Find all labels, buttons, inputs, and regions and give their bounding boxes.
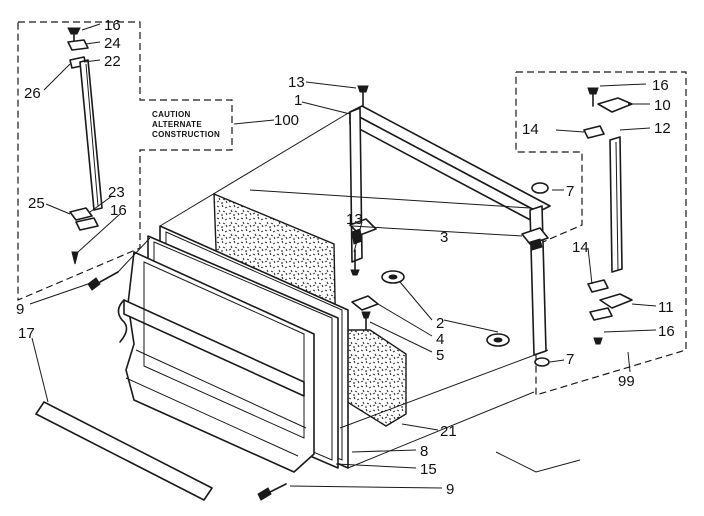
- label-100: 100: [274, 112, 299, 129]
- screw-9-left: [87, 271, 119, 291]
- label-16: 16: [104, 17, 121, 34]
- label-99: 99: [618, 373, 635, 390]
- door-frame-top-rail: [349, 105, 551, 225]
- hinge-4: [351, 295, 379, 311]
- cap-7-bottom: [534, 357, 550, 367]
- label-26: 26: [24, 85, 41, 102]
- label-17: 17: [18, 325, 35, 342]
- screw-5: [361, 311, 371, 331]
- cap-7-top: [531, 182, 549, 194]
- label-16-lower: 16: [110, 202, 127, 219]
- screw-9-bottom: [257, 483, 287, 501]
- label-14: 14: [522, 121, 539, 138]
- label-16-kit-lower: 16: [658, 323, 675, 340]
- label-21: 21: [440, 423, 457, 440]
- label-14-lower: 14: [572, 239, 589, 256]
- label-25: 25: [28, 195, 45, 212]
- label-8: 8: [420, 443, 428, 460]
- caution-line-3: CONSTRUCTION: [152, 130, 220, 139]
- label-3: 3: [440, 229, 448, 246]
- label-13: 13: [288, 74, 305, 91]
- label-16-kit: 16: [652, 77, 669, 94]
- hinge-bracket-right: [521, 227, 549, 251]
- door-trim-strip: [35, 401, 213, 501]
- label-24: 24: [104, 35, 121, 52]
- door-liner: [117, 251, 315, 473]
- label-13-lower: 13: [346, 211, 363, 228]
- label-22: 22: [104, 53, 121, 70]
- label-23: 23: [108, 184, 125, 201]
- pad-2-a: [381, 270, 405, 284]
- alt-hinge-assembly: [67, 27, 103, 265]
- caution-line-1: CAUTION: [152, 110, 191, 119]
- label-15: 15: [420, 461, 437, 478]
- label-7-lower: 7: [566, 351, 574, 368]
- alternate-construction-box: [17, 21, 233, 301]
- leader-lines: [29, 23, 657, 489]
- pad-2-b: [486, 333, 510, 347]
- hinge-kit-parts: [583, 87, 633, 345]
- alignment-lines: [117, 111, 581, 473]
- part-labels: 16 24 22 26 25 23 16 100 13 1 13 3 2 4 5…: [16, 17, 675, 498]
- label-12: 12: [654, 120, 671, 137]
- caution-note: CAUTION ALTERNATE CONSTRUCTION: [152, 110, 220, 139]
- label-9-bottom: 9: [446, 481, 454, 498]
- label-7: 7: [566, 183, 574, 200]
- label-1: 1: [294, 92, 302, 109]
- screw-13-top: [357, 85, 369, 107]
- screw-13-lower: [350, 249, 360, 276]
- label-10: 10: [654, 97, 671, 114]
- label-4: 4: [436, 331, 444, 348]
- label-11: 11: [658, 299, 674, 316]
- label-2: 2: [436, 315, 444, 332]
- caution-line-2: ALTERNATE: [152, 120, 202, 129]
- label-9: 9: [16, 301, 24, 318]
- label-5: 5: [436, 347, 444, 364]
